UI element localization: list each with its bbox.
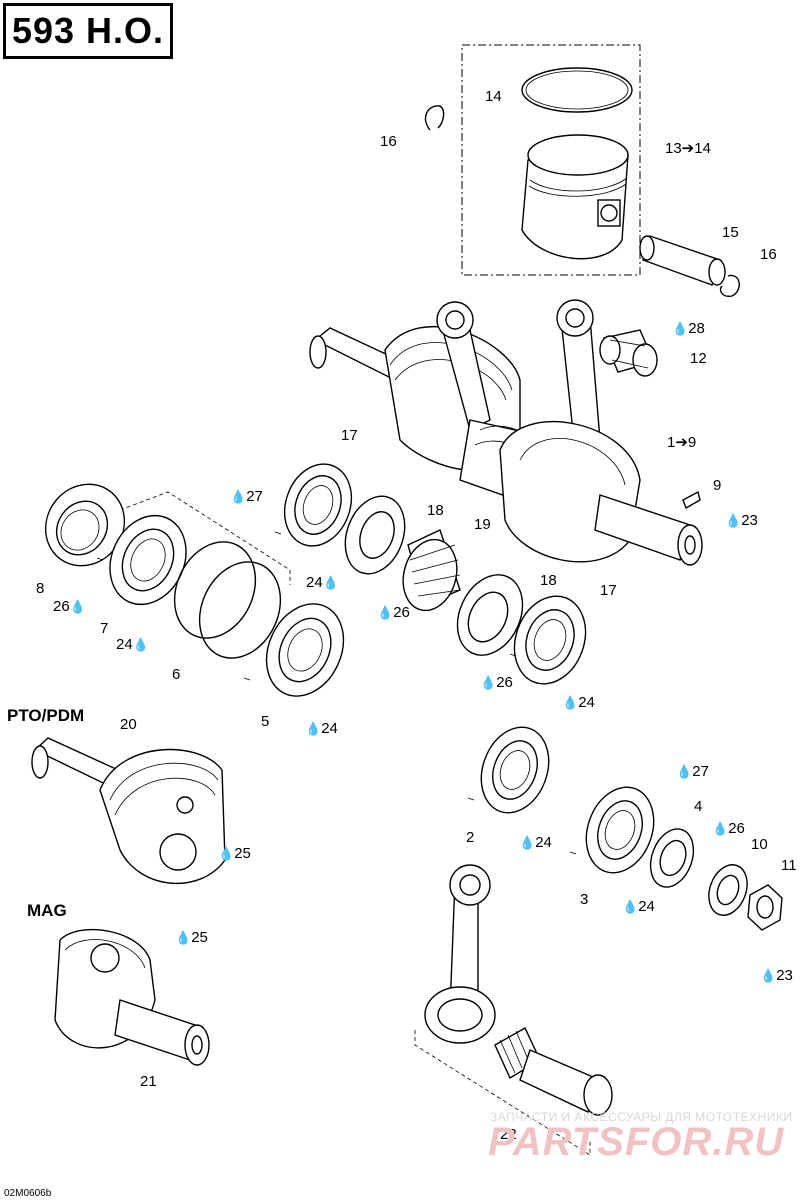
piston-group-box <box>461 44 641 276</box>
label-19: 19 <box>474 516 491 533</box>
label-17b: 17 <box>600 582 617 599</box>
label-22: 22 <box>500 1126 517 1143</box>
label-6: 6 <box>172 666 181 683</box>
label-8: 8 <box>36 580 45 597</box>
crankshaft-assembly <box>309 299 703 566</box>
circlip-top <box>424 105 445 131</box>
bearing-2 <box>467 726 550 814</box>
ring-6 <box>173 541 282 659</box>
label-26b: 💧26 <box>377 604 410 621</box>
title-box: 593 H.O. <box>3 3 173 59</box>
mag-crank-half <box>54 928 210 1066</box>
label-12: 12 <box>690 350 707 367</box>
label-18b: 18 <box>540 572 557 589</box>
gear-19 <box>402 529 461 612</box>
label-24e: 💧24 <box>519 834 552 851</box>
label-3: 3 <box>580 891 589 908</box>
seal-18b <box>456 574 524 656</box>
circlip-right <box>719 274 740 298</box>
seal-8 <box>44 483 126 567</box>
label-24d: 💧24 <box>562 694 595 711</box>
label-23a: 💧23 <box>725 512 758 529</box>
label-15: 15 <box>722 224 739 241</box>
seal-4 <box>649 828 695 888</box>
label-1-9: 1➔9 <box>667 434 697 451</box>
label-24a: 24💧 <box>116 636 149 653</box>
label-4: 4 <box>694 798 703 815</box>
label-24f: 💧24 <box>622 898 655 915</box>
label-14: 14 <box>485 88 502 105</box>
section-mag: MAG <box>27 901 67 920</box>
label-20: 20 <box>120 716 137 733</box>
piston-pin <box>639 235 726 286</box>
label-27a: 💧27 <box>230 488 263 505</box>
label-26a: 26💧 <box>53 598 86 615</box>
label-18a: 18 <box>427 502 444 519</box>
pto-crank-half <box>31 737 226 885</box>
label-5: 5 <box>261 713 270 730</box>
label-9: 9 <box>713 477 722 494</box>
connecting-rod-assembly <box>414 864 613 1156</box>
label-16a: 16 <box>380 133 397 150</box>
watermark-text: ЗАПЧАСТИ И АКСЕССУАРЫ ДЛЯ МОТОТЕХНИКИ <box>490 1110 793 1124</box>
label-13: 13➔14 <box>665 140 711 157</box>
label-7: 7 <box>100 620 109 637</box>
label-25b: 💧25 <box>175 929 208 946</box>
label-16b: 16 <box>760 246 777 263</box>
needle-bearing-top <box>599 329 658 377</box>
label-10: 10 <box>751 836 768 853</box>
bearing-17b <box>509 595 587 685</box>
label-26d: 💧26 <box>712 820 745 837</box>
label-28: 💧28 <box>672 320 705 337</box>
bearing-17a <box>274 463 353 547</box>
bearing-5 <box>243 603 345 697</box>
bearing-7 <box>96 514 187 606</box>
bearing-3 <box>569 786 655 874</box>
label-11: 11 <box>781 857 797 874</box>
section-pto: PTO/PDM <box>7 706 85 725</box>
label-24b: 24💧 <box>306 574 339 591</box>
label-27b: 💧27 <box>676 763 709 780</box>
label-24c: 💧24 <box>305 720 338 737</box>
drawing-code: 02M0606b <box>4 1188 52 1199</box>
label-2: 2 <box>466 829 475 846</box>
piston <box>521 134 629 260</box>
label-21: 21 <box>140 1073 157 1090</box>
watermark-logo: PARTSFOR.RU <box>488 1120 785 1164</box>
label-17a: 17 <box>341 427 358 444</box>
page-title: 593 H.O. <box>11 10 165 51</box>
nut-11 <box>747 884 783 931</box>
seal-18a <box>344 495 406 575</box>
label-26c: 💧26 <box>480 674 513 691</box>
washer-10 <box>708 864 748 916</box>
label-23b: 💧23 <box>760 967 793 984</box>
piston-ring <box>521 67 633 113</box>
label-25a: 💧25 <box>218 845 251 862</box>
left-bracket <box>119 491 291 585</box>
